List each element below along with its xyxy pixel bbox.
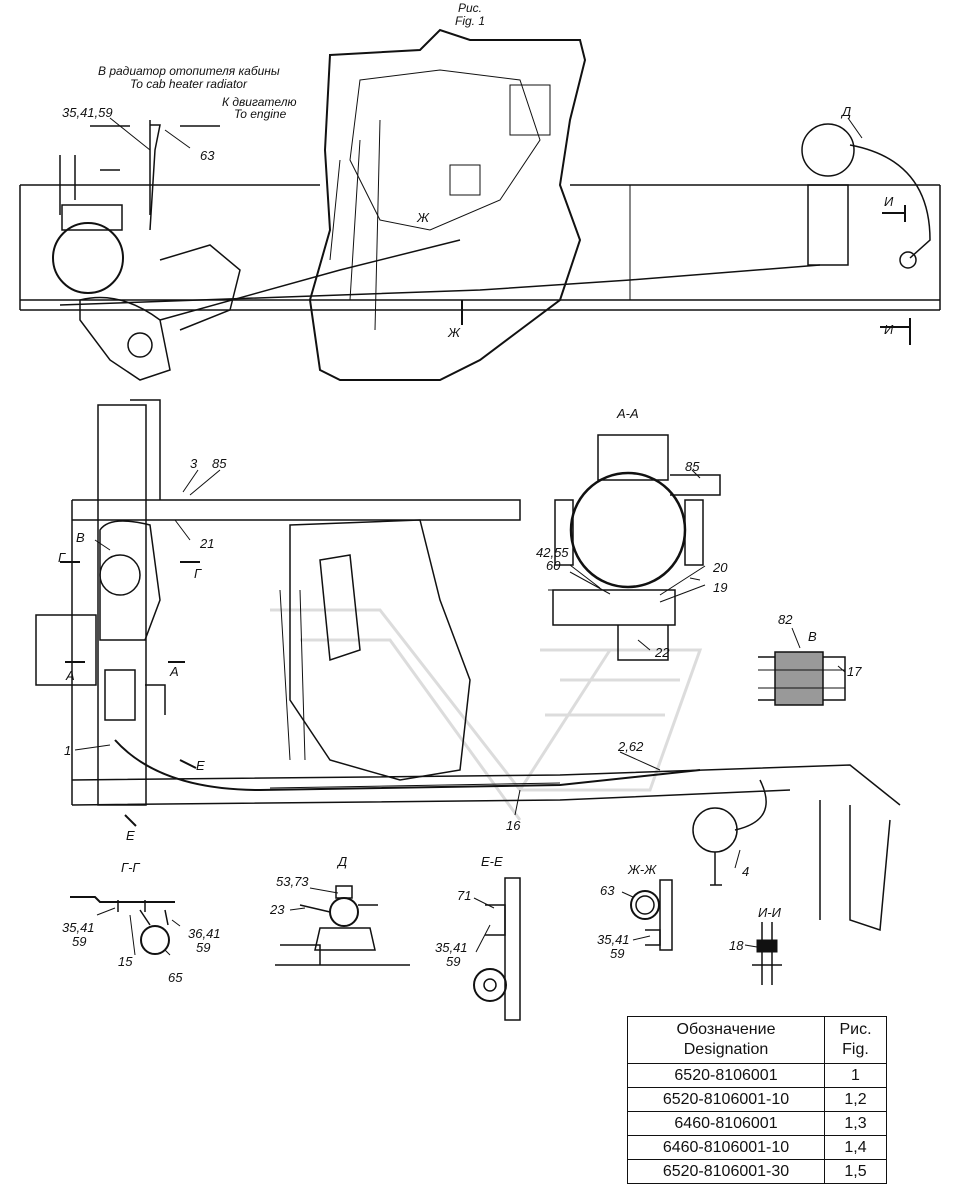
fig-header-en: Fig. [842,1041,869,1058]
callout: 15 [118,954,133,969]
designation-header-ru: Обозначение [676,1021,776,1038]
callout: 60 [546,558,561,573]
callout: 35,41,59 [62,105,113,120]
section-mark: И [884,194,894,209]
fig-cell: 1,4 [824,1135,887,1160]
designation-cell: 6520-8106001 [627,1063,825,1088]
section-title: И-И [758,905,782,920]
table-row: 6460-8106001-10 1,4 [627,1135,887,1160]
callout: Д [840,104,851,119]
table-row: 6460-8106001 1,3 [627,1111,887,1136]
section-zhzh [621,879,673,951]
fig-header-ru: Рис. [839,1021,872,1038]
engine-note-ru: К двигателю [222,95,297,109]
section-title: Ж-Ж [627,862,657,877]
callout: 59 [446,954,460,969]
fig-header: Рис. Fig. [824,1016,887,1064]
callout: 36,41 [188,926,221,941]
designation-cell: 6520-8106001-10 [627,1087,825,1112]
callout: 35,41 [597,932,630,947]
section-aa [548,434,721,661]
section-d [275,885,410,966]
section-mark: А [65,668,75,683]
engine-note-en: To engine [234,107,287,121]
callout: 35,41 [435,940,468,955]
callout: 20 [712,560,728,575]
fig-cell: 1,5 [824,1159,887,1184]
callout: 4 [742,864,749,879]
callout: 53,73 [276,874,309,889]
callout: 2,62 [617,739,644,754]
section-mark: Ж [447,325,461,340]
fig-cell: 1,3 [824,1111,887,1136]
callout: 65 [168,970,183,985]
fig-label-ru: Рис. [458,1,482,15]
designation-cell: 6520-8106001-30 [627,1159,825,1184]
callout: 82 [778,612,793,627]
callout: 16 [506,818,521,833]
section-mark: И [884,322,894,337]
section-b [758,627,846,706]
designation-cell: 6460-8106001-10 [627,1135,825,1160]
callout: 3 [190,456,198,471]
section-mark: Е [196,758,205,773]
designation-header-en: Designation [683,1041,769,1058]
section-title: Г-Г [121,860,140,875]
callout: 22 [654,645,670,660]
callout: 17 [847,664,862,679]
callout: 85 [685,459,700,474]
table-row: 6520-8106001-10 1,2 [627,1087,887,1112]
callout: 19 [713,580,727,595]
section-mark: Г [58,550,66,565]
callout: 59 [610,946,624,961]
callout: 85 [212,456,227,471]
section-mark: А [169,664,179,679]
callout: 71 [457,888,471,903]
fig-cell: 1,2 [824,1087,887,1112]
section-title: А-А [616,406,639,421]
section-ee [473,877,521,1021]
fig-label-en: Fig. 1 [455,14,485,28]
top-view [19,28,941,381]
callout: 35,41 [62,920,95,935]
section-title: В [808,629,817,644]
table-header-row: Обозначение Designation Рис. Fig. [627,1016,887,1064]
designation-table: Обозначение Designation Рис. Fig. 6520-8… [627,1016,887,1184]
callout: 18 [729,938,744,953]
section-mark: В [76,530,85,545]
section-title: Е-Е [481,854,503,869]
table-row: 6520-8106001 1 [627,1063,887,1088]
heater-note-ru: В радиатор отопителя кабины [98,64,280,78]
table-row: 6520-8106001-30 1,5 [627,1159,887,1184]
designation-header: Обозначение Designation [627,1016,825,1064]
callout: 1 [64,743,71,758]
designation-cell: 6460-8106001 [627,1111,825,1136]
callout: 42,55 [536,545,569,560]
section-title: Д [336,854,347,869]
section-mark: Г [194,566,202,581]
fig-cell: 1 [824,1063,887,1088]
plan-view [35,399,901,932]
callout: 21 [199,536,214,551]
section-gg [70,896,181,956]
heater-note-en: To cab heater radiator [130,77,248,91]
section-mark: Е [126,828,135,843]
section-mark: Ж [416,210,430,225]
callout: 59 [196,940,210,955]
section-ii [744,922,782,985]
callout: 23 [269,902,285,917]
callout: 63 [600,883,615,898]
callout: 59 [72,934,86,949]
callout: 63 [200,148,215,163]
